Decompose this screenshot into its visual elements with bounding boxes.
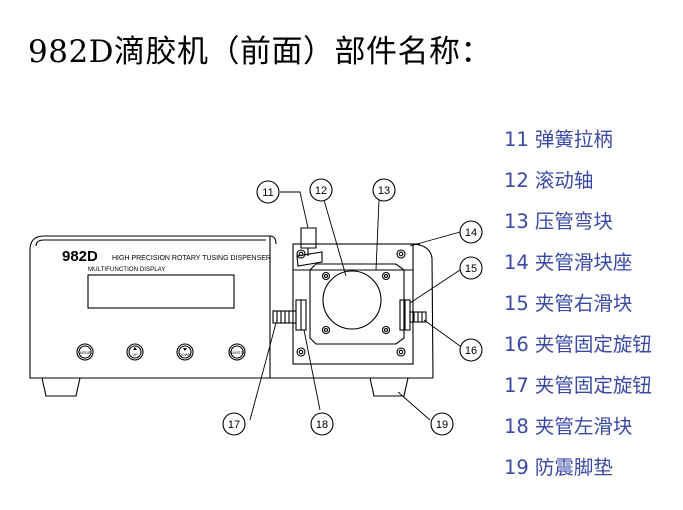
anti-vibration-feet	[41, 377, 409, 397]
run-stop-button-label: RUN/STOP	[229, 351, 245, 355]
model-label: 982D	[62, 248, 98, 265]
callout-label: 15	[465, 263, 477, 275]
legend-num: 15	[504, 292, 529, 315]
callout-label: 14	[465, 227, 477, 239]
callout-13: 13	[372, 178, 396, 202]
up-button[interactable]: UP	[126, 343, 144, 361]
legend-name: 压管弯块	[534, 210, 613, 233]
legend-num: 13	[504, 210, 529, 233]
callout-19: 19	[430, 412, 454, 436]
down-button[interactable]: DOWN	[176, 343, 194, 361]
mode-button-label: MODE	[80, 351, 91, 355]
pressing-block	[309, 263, 405, 345]
lcd-display	[87, 274, 235, 309]
legend-name: 夹管滑块座	[534, 251, 633, 274]
callout-label: 18	[316, 419, 328, 431]
legend-name: 弹簧拉柄	[534, 128, 613, 151]
legend-name: 夹管固定旋钮	[534, 374, 652, 397]
screw-icon	[381, 271, 391, 281]
callout-15: 15	[459, 256, 483, 280]
legend-num: 12	[504, 169, 529, 192]
screw-icon	[321, 325, 331, 335]
screw-icon	[396, 347, 406, 357]
legend-name: 夹管左滑块	[534, 415, 633, 438]
left-knob[interactable]	[272, 310, 297, 324]
callout-17: 17	[222, 412, 246, 436]
legend-name: 夹管右滑块	[534, 292, 633, 315]
legend-num: 18	[504, 415, 529, 438]
callout-label: 13	[378, 185, 390, 197]
callout-label: 19	[436, 419, 448, 431]
right-knob[interactable]	[409, 311, 427, 323]
legend-num: 17	[504, 374, 529, 397]
page-title: 982D滴胶机（前面）部件名称：	[28, 34, 493, 70]
callout-18: 18	[310, 412, 334, 436]
legend-num: 11	[504, 128, 529, 151]
down-button-label: DOWN	[179, 353, 191, 357]
legend-name: 防震脚垫	[534, 456, 613, 479]
leader-lines	[249, 191, 461, 421]
mode-button[interactable]: MODE	[76, 343, 94, 361]
arrow-up-icon	[133, 347, 137, 350]
run-stop-button[interactable]: RUN/STOP	[228, 343, 246, 361]
screw-icon	[296, 249, 306, 259]
legend-num: 16	[504, 333, 529, 356]
display-label: MULTIFUNCTION DISPLAY	[88, 266, 165, 273]
spring-handle[interactable]	[300, 227, 317, 249]
legend-num: 19	[504, 456, 529, 479]
legend-name: 夹管固定旋钮	[534, 333, 652, 356]
callout-label: 16	[465, 345, 477, 357]
callout-12: 12	[309, 178, 333, 202]
callout-label: 11	[262, 187, 273, 199]
pump-head	[272, 227, 427, 365]
callout-11: 11	[256, 180, 280, 204]
up-button-label: UP	[133, 353, 139, 357]
control-buttons: MODE UP DOWN RUN/STOP	[76, 343, 246, 361]
screw-icon	[381, 325, 391, 335]
screw-icon	[296, 347, 306, 357]
callout-label: 17	[228, 419, 240, 431]
roller-shaft	[322, 270, 382, 330]
legend-num: 14	[504, 251, 529, 274]
screw-icon	[396, 249, 406, 259]
screw-icon	[321, 271, 331, 281]
callout-16: 16	[459, 338, 483, 362]
panel-title-label: HIGH PRECISION ROTARY TUSING DISPENSER	[112, 255, 271, 262]
arrow-down-icon	[183, 348, 187, 351]
callout-14: 14	[459, 220, 483, 244]
legend-name: 滚动轴	[534, 169, 594, 192]
callout-label: 12	[315, 185, 327, 197]
